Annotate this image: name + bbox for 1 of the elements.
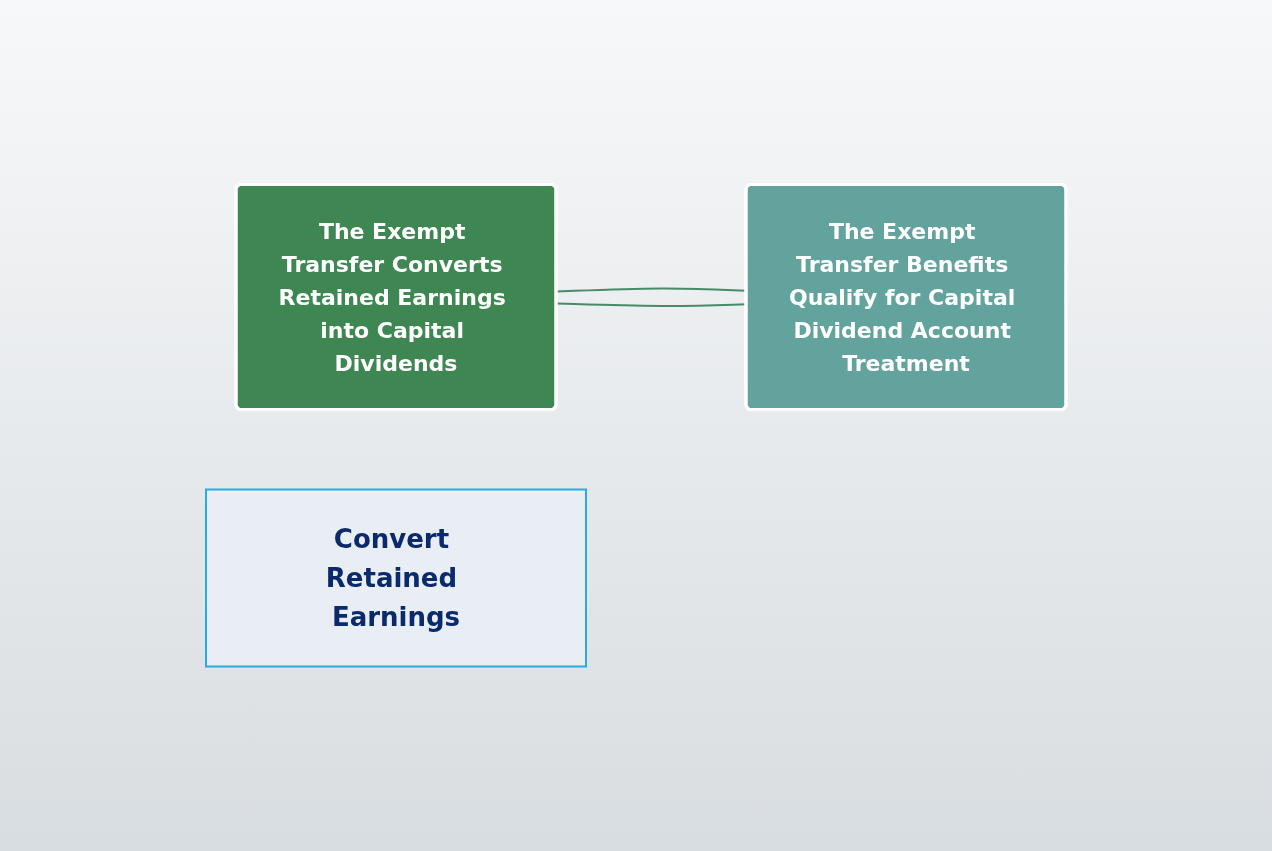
node-box: Convert Retained Earnings: [205, 488, 587, 668]
